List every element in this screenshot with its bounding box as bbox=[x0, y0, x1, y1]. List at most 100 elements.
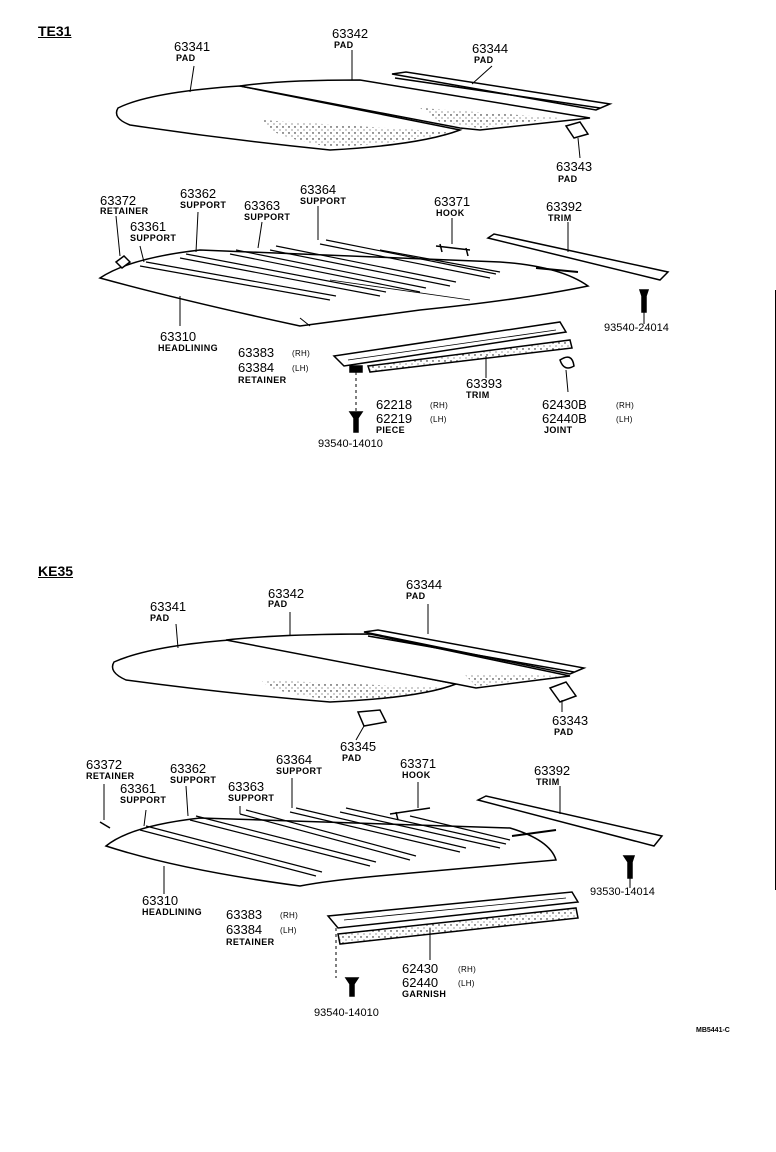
part-desc-62440-ke35: GARNISH bbox=[402, 989, 447, 999]
part-desc-63393: TRIM bbox=[466, 390, 490, 400]
side-62440B: (LH) bbox=[616, 415, 633, 424]
figure-code: MB5441-C bbox=[696, 1027, 730, 1034]
te31-headlining bbox=[98, 206, 590, 327]
part-number-63341: 63341 bbox=[174, 39, 211, 54]
part-number-63392-ke35: 63392 bbox=[534, 763, 571, 778]
part-desc-63310-ke35: HEADLINING bbox=[142, 907, 202, 917]
part-number-63364: 63364 bbox=[300, 182, 337, 197]
part-number-63362-ke35: 63362 bbox=[170, 761, 207, 776]
pad-63343-te31 bbox=[564, 121, 590, 139]
side-62430B: (RH) bbox=[616, 401, 635, 410]
part-desc-63371-ke35: HOOK bbox=[402, 770, 431, 780]
part-number-63384: 63384 bbox=[238, 360, 275, 375]
part-number-62219: 62219 bbox=[376, 411, 413, 426]
part-desc-63363: SUPPORT bbox=[244, 212, 291, 222]
part-number-63362: 63362 bbox=[180, 186, 217, 201]
part-number-63372-ke35: 63372 bbox=[86, 757, 123, 772]
part-number-93540-24014: 93540-24014 bbox=[604, 322, 669, 334]
side-63383: (RH) bbox=[292, 349, 311, 358]
part-desc-62219: PIECE bbox=[376, 425, 406, 435]
part-number-63344-ke35: 63344 bbox=[406, 577, 443, 592]
part-desc-63384-ke35: RETAINER bbox=[226, 937, 275, 947]
pad-63345-ke35 bbox=[356, 709, 388, 727]
part-desc-63344-ke35: PAD bbox=[406, 591, 426, 601]
part-desc-63372: RETAINER bbox=[100, 206, 149, 216]
side-62440-ke35: (LH) bbox=[458, 979, 475, 988]
part-number-62430-ke35: 62430 bbox=[402, 961, 439, 976]
garnish-62430-ke35 bbox=[337, 907, 579, 945]
part-number-63384-ke35: 63384 bbox=[226, 922, 263, 937]
part-number-63371: 63371 bbox=[434, 194, 471, 209]
part-number-93540-14010-ke35: 93540-14010 bbox=[314, 1007, 379, 1019]
part-number-63345-ke35: 63345 bbox=[340, 739, 377, 754]
side-63384-ke35: (LH) bbox=[280, 926, 297, 935]
part-number-63383: 63383 bbox=[238, 345, 275, 360]
part-desc-63343: PAD bbox=[558, 174, 578, 184]
part-number-63371-ke35: 63371 bbox=[400, 756, 437, 771]
side-63383-ke35: (RH) bbox=[280, 911, 299, 920]
section-title-te31: TE31 bbox=[38, 23, 72, 39]
part-number-62440B: 62440B bbox=[542, 411, 587, 426]
side-62219: (LH) bbox=[430, 415, 447, 424]
ke35-pads bbox=[111, 604, 587, 741]
te31-trims bbox=[332, 222, 670, 433]
part-number-62440-ke35: 62440 bbox=[402, 975, 439, 990]
part-desc-63364: SUPPORT bbox=[300, 196, 347, 206]
part-desc-63342: PAD bbox=[334, 40, 354, 50]
trim-63392-ke35 bbox=[475, 795, 664, 847]
part-number-63344: 63344 bbox=[472, 41, 509, 56]
part-number-63343: 63343 bbox=[556, 159, 593, 174]
section-title-ke35: KE35 bbox=[38, 563, 74, 579]
headlining-63310-te31 bbox=[98, 249, 590, 327]
part-desc-63362-ke35: SUPPORT bbox=[170, 775, 217, 785]
part-number-63372: 63372 bbox=[100, 193, 137, 208]
part-desc-63372-ke35: RETAINER bbox=[86, 771, 135, 781]
part-number-63363: 63363 bbox=[244, 198, 281, 213]
retainer-63383-te31 bbox=[332, 321, 568, 367]
part-number-63361: 63361 bbox=[130, 219, 167, 234]
part-desc-63384: RETAINER bbox=[238, 375, 287, 385]
side-62430-ke35: (RH) bbox=[458, 965, 477, 974]
part-desc-63364-ke35: SUPPORT bbox=[276, 766, 323, 776]
part-number-63383-ke35: 63383 bbox=[226, 907, 263, 922]
part-desc-63341: PAD bbox=[176, 53, 196, 63]
retainer-63383-ke35 bbox=[326, 891, 580, 929]
part-desc-63343-ke35: PAD bbox=[554, 727, 574, 737]
trim-63393-te31 bbox=[367, 339, 573, 373]
part-desc-62440B: JOINT bbox=[544, 425, 573, 435]
part-desc-63361-ke35: SUPPORT bbox=[120, 795, 167, 805]
part-desc-63392: TRIM bbox=[548, 213, 572, 223]
part-desc-63392-ke35: TRIM bbox=[536, 777, 560, 787]
pad-63343-ke35 bbox=[548, 681, 578, 703]
part-desc-63344: PAD bbox=[474, 55, 494, 65]
ke35-trims bbox=[326, 786, 664, 997]
part-number-63361-ke35: 63361 bbox=[120, 781, 157, 796]
part-number-62430B: 62430B bbox=[542, 397, 587, 412]
side-62218: (RH) bbox=[430, 401, 449, 410]
part-desc-63363-ke35: SUPPORT bbox=[228, 793, 275, 803]
part-number-63364-ke35: 63364 bbox=[276, 752, 313, 767]
part-number-62218: 62218 bbox=[376, 397, 413, 412]
part-number-93530-14014: 93530-14014 bbox=[590, 886, 655, 898]
part-number-63342: 63342 bbox=[332, 26, 369, 41]
part-desc-63362: SUPPORT bbox=[180, 200, 227, 210]
side-63384: (LH) bbox=[292, 364, 309, 373]
part-desc-63310: HEADLINING bbox=[158, 343, 218, 353]
ke35-headlining bbox=[99, 778, 557, 894]
part-number-63393: 63393 bbox=[466, 376, 503, 391]
part-desc-63345-ke35: PAD bbox=[342, 753, 362, 763]
part-number-63363-ke35: 63363 bbox=[228, 779, 265, 794]
part-desc-63341-ke35: PAD bbox=[150, 613, 170, 623]
part-number-63310-ke35: 63310 bbox=[142, 893, 179, 908]
part-number-93540-14010-te31: 93540-14010 bbox=[318, 438, 383, 450]
headlining-63310-ke35 bbox=[104, 817, 557, 887]
part-number-63341-ke35: 63341 bbox=[150, 599, 187, 614]
part-desc-63371: HOOK bbox=[436, 208, 465, 218]
part-number-63310: 63310 bbox=[160, 329, 197, 344]
part-number-63392: 63392 bbox=[546, 199, 583, 214]
part-desc-63361: SUPPORT bbox=[130, 233, 177, 243]
part-number-63342-ke35: 63342 bbox=[268, 586, 305, 601]
te31-pads bbox=[115, 50, 613, 159]
